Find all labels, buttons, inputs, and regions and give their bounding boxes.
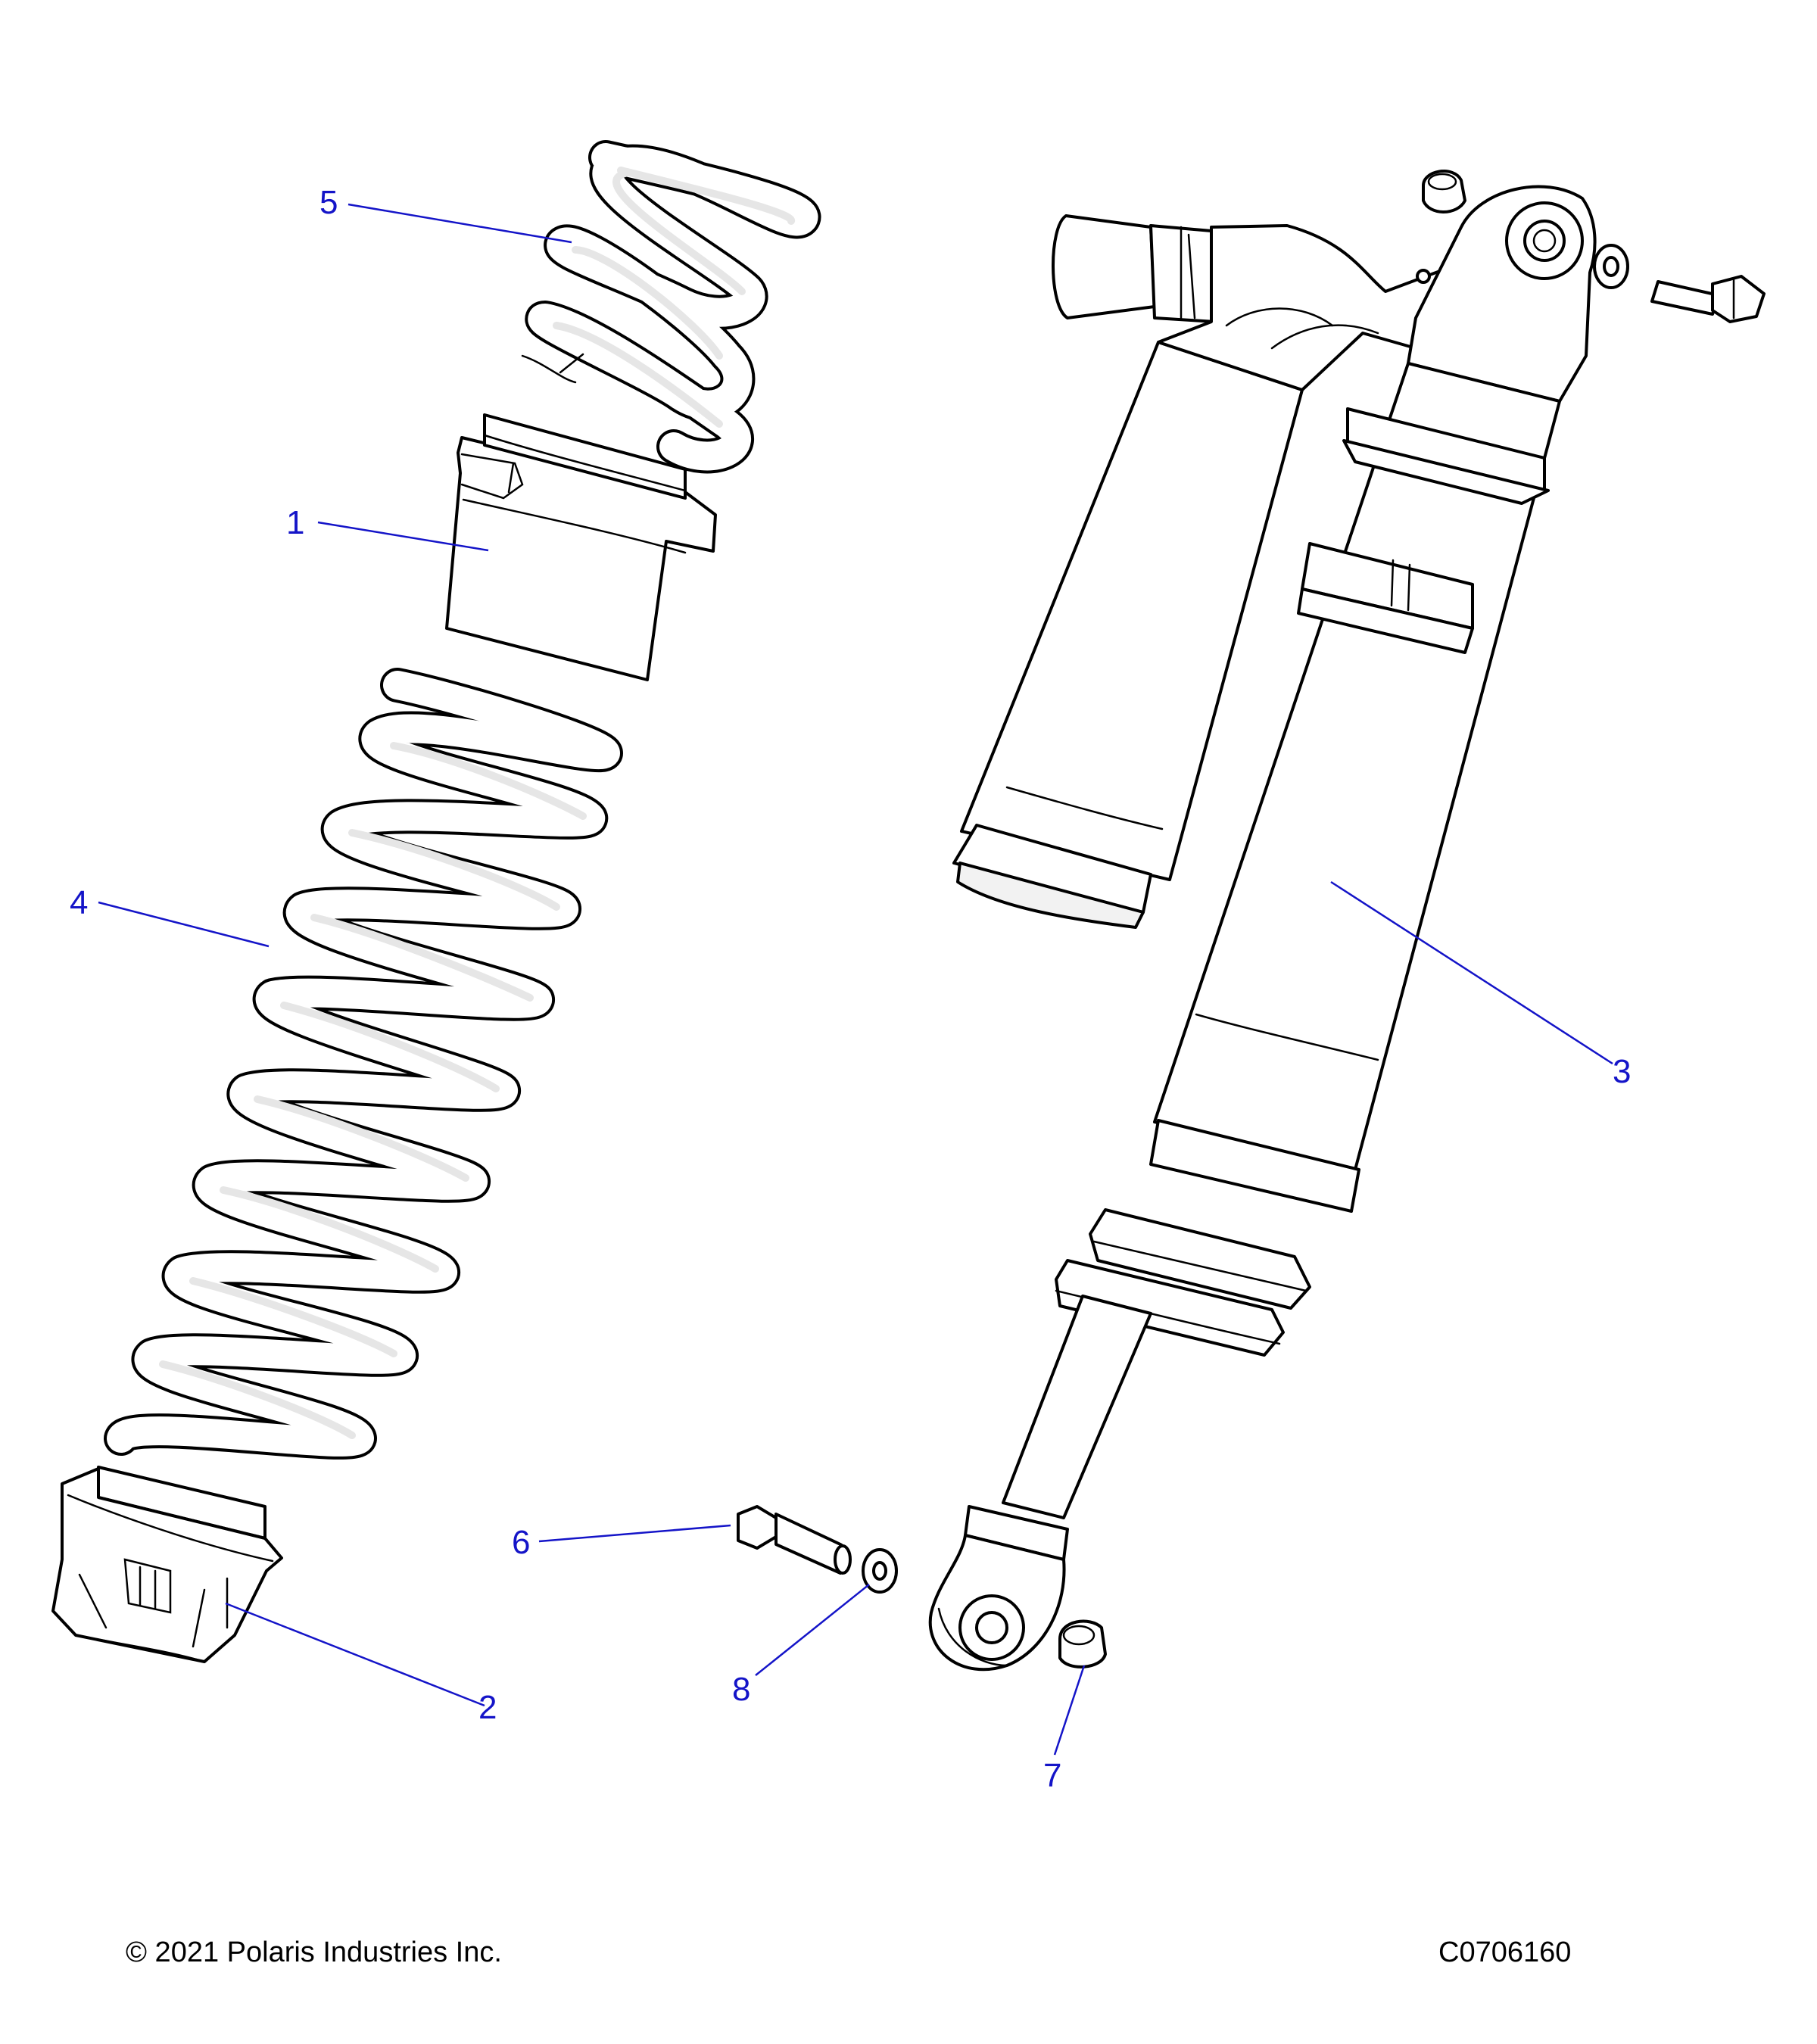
callout-2: 2 bbox=[478, 1689, 497, 1726]
leader-6 bbox=[538, 1524, 731, 1543]
top-bolt bbox=[1650, 275, 1766, 323]
leader-1 bbox=[317, 521, 489, 552]
callout-8: 8 bbox=[732, 1671, 750, 1708]
top-washer bbox=[1593, 244, 1629, 289]
leader-2 bbox=[225, 1602, 485, 1707]
shock-absorber bbox=[928, 185, 1597, 1672]
callout-4: 4 bbox=[70, 884, 88, 921]
callout-1: 1 bbox=[286, 504, 304, 541]
callout-5: 5 bbox=[319, 184, 338, 221]
leader-8 bbox=[755, 1584, 870, 1676]
callout-3: 3 bbox=[1613, 1053, 1631, 1090]
washer bbox=[862, 1548, 898, 1594]
leader-lines bbox=[98, 203, 1613, 1756]
spring-adapter bbox=[445, 413, 717, 681]
upper-spring bbox=[521, 140, 821, 474]
leader-4 bbox=[98, 901, 270, 948]
copyright-notice: © 2021 Polaris Industries Inc. bbox=[126, 1937, 502, 1968]
leader-5 bbox=[348, 203, 572, 244]
callout-6: 6 bbox=[512, 1524, 530, 1561]
nut bbox=[1058, 1619, 1107, 1669]
lower-spring-seat bbox=[51, 1466, 283, 1663]
leader-7 bbox=[1053, 1665, 1086, 1756]
leader-3 bbox=[1330, 880, 1613, 1065]
callout-7: 7 bbox=[1043, 1757, 1061, 1794]
top-nut bbox=[1422, 170, 1466, 213]
callouts: 1 2 3 4 5 6 7 8 bbox=[70, 184, 1631, 1794]
main-spring bbox=[104, 668, 623, 1460]
drawing-number: C0706160 bbox=[1438, 1937, 1572, 1968]
bolt bbox=[737, 1505, 852, 1575]
